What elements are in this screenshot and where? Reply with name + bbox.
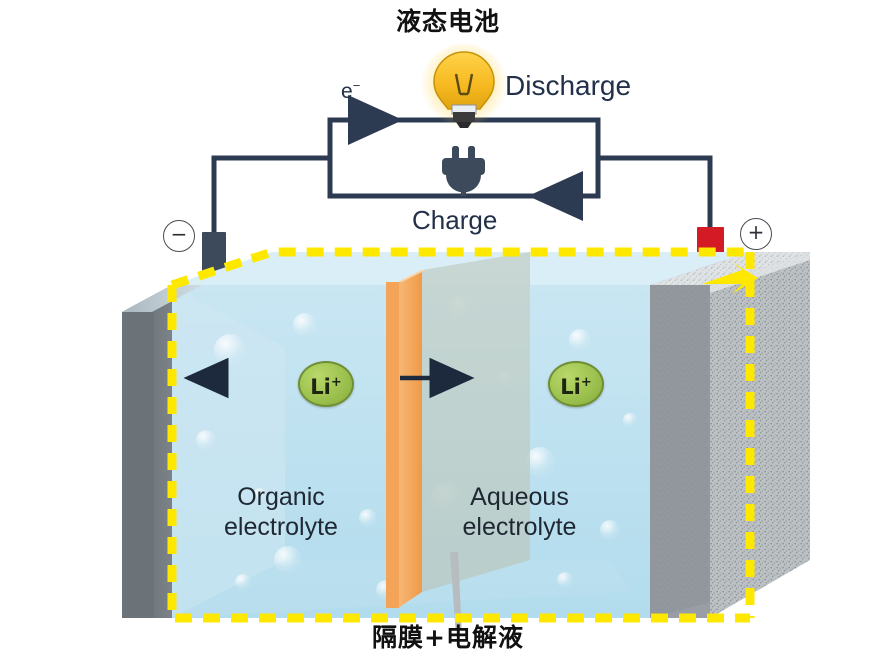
power-plug-icon (442, 146, 485, 196)
separator-membrane (386, 270, 426, 608)
external-circuit (211, 44, 713, 238)
ion-charge: + (580, 375, 592, 390)
lithium-ion-right: Li+ (548, 361, 604, 407)
highlight-dashed-outline (167, 247, 758, 623)
ion-symbol: Li (310, 375, 331, 399)
wire-negative-side (211, 155, 330, 238)
charge-label: Charge (412, 205, 498, 235)
aqueous-line-1: Aqueous (470, 483, 569, 511)
organic-line-2: electrolyte (224, 513, 338, 541)
right-electrode (650, 252, 810, 618)
negative-sign-icon: − (163, 220, 195, 252)
aqueous-electrolyte-label: Aqueous electrolyte (432, 482, 607, 542)
circuit-loop (327, 117, 601, 199)
light-bulb-icon (420, 44, 508, 132)
ion-charge: + (330, 375, 342, 390)
aqueous-line-2: electrolyte (462, 513, 577, 541)
ion-symbol: Li (560, 375, 581, 399)
electron-label: e− (341, 78, 360, 104)
left-electrode (122, 285, 202, 618)
electron-charge: − (352, 78, 361, 93)
electron-symbol: e (341, 80, 353, 103)
aqueous-panel (422, 252, 530, 592)
separator-pointer-line (450, 552, 462, 630)
positive-sign-icon: + (740, 218, 772, 250)
battery-cell-illustration (122, 247, 810, 630)
page-title: 液态电池 (395, 7, 500, 36)
wire-positive-side (598, 155, 713, 232)
discharge-label: Discharge (505, 70, 632, 101)
bottom-caption: 隔膜+电解液 (372, 623, 524, 652)
lithium-ion-left: Li+ (298, 361, 354, 407)
organic-line-1: Organic (237, 483, 325, 511)
organic-electrolyte-label: Organic electrolyte (196, 482, 366, 542)
